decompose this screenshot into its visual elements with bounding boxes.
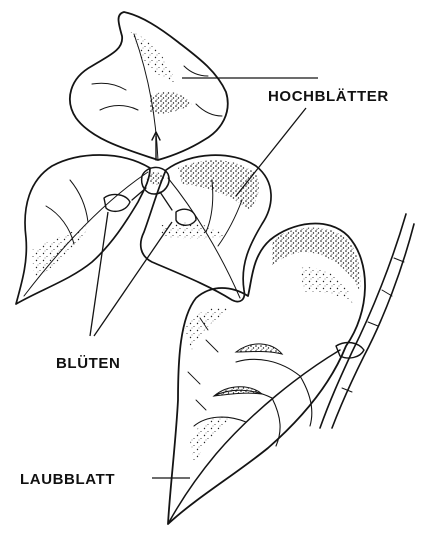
leader-flowers-right	[94, 222, 172, 336]
leader-lines	[90, 78, 318, 478]
leader-bracts-side	[236, 108, 306, 196]
label-bracts: HOCHBLÄTTER	[268, 88, 389, 105]
bracts-cluster	[16, 12, 271, 304]
foliage-leaf	[168, 224, 365, 524]
label-leaf: LAUBBLATT	[20, 471, 115, 488]
leader-flowers-left	[90, 212, 108, 336]
label-flowers: BLÜTEN	[56, 355, 120, 372]
